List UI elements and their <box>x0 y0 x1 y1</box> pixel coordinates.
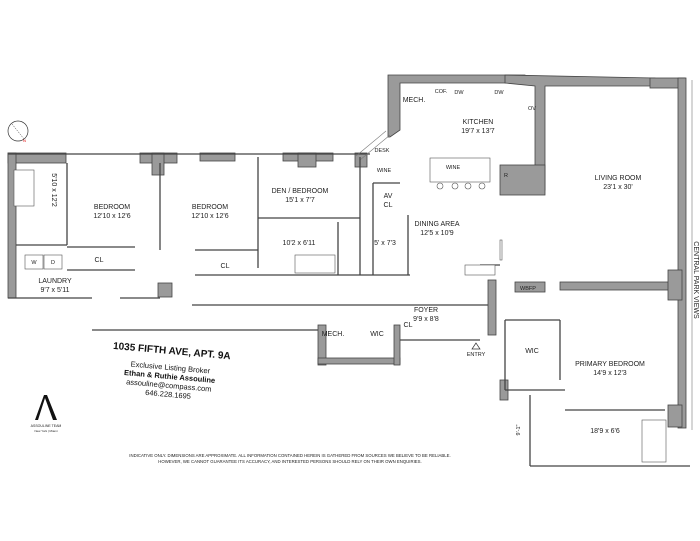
disclaimer-line-1: INDICATIVE ONLY. DIMENSIONS ARE APPROXIM… <box>129 453 451 458</box>
primary-bedroom-dims: 14'9 x 12'3 <box>593 370 627 377</box>
cof-label: COF. <box>435 89 448 95</box>
primary-bath-dims: 18'9 x 6'6 <box>590 428 620 435</box>
bedroom-2-name: BEDROOM <box>192 204 228 211</box>
walls <box>7 74 690 467</box>
wic-label-2: WIC <box>525 348 539 355</box>
logo-tagline: New York | Miami <box>34 429 57 433</box>
living-room-dims: 23'1 x 30' <box>603 184 633 191</box>
bath-1-dims: 5'10 x 12'2 <box>50 173 57 207</box>
bedroom-1-dims: 12'10 x 12'6 <box>93 213 130 220</box>
fireplace-label: WBFP <box>520 286 536 292</box>
kitchen-name: KITCHEN <box>463 119 494 126</box>
closet-label-1: CL <box>95 257 104 264</box>
foyer-name: FOYER <box>414 307 438 314</box>
bedroom-1-name: BEDROOM <box>94 204 130 211</box>
washer-label: W <box>31 260 37 266</box>
dryer-label: D <box>51 260 55 266</box>
den-dims: 15'1 x 7'7 <box>285 197 315 204</box>
oven-label: OV <box>528 106 536 112</box>
dining-area-dims: 12'5 x 10'9 <box>420 230 454 237</box>
kitchen-dims: 19'7 x 13'7 <box>461 128 495 135</box>
logo-name: ASSOULINE TEAM <box>31 424 62 428</box>
av-closet-label-1: AV <box>384 193 393 200</box>
entry-label: ENTRY <box>467 352 486 358</box>
fridge-label: R <box>504 173 508 179</box>
dining-area-name: DINING AREA <box>414 221 459 228</box>
svg-text:N: N <box>23 138 26 143</box>
foyer-dims: 9'9 x 8'8 <box>413 316 439 323</box>
laundry-name: LAUNDRY <box>38 278 72 285</box>
closet-label-2: CL <box>221 263 230 270</box>
desk-label: DESK <box>375 148 390 154</box>
dw-label-2: DW <box>494 90 504 96</box>
wine-label: WINE <box>377 168 392 174</box>
entry-marker: ENTRY <box>467 342 486 358</box>
bath-3-dims: 5' x 7'3 <box>374 240 396 247</box>
bedroom-2-dims: 12'10 x 12'6 <box>191 213 228 220</box>
central-park-views-label: CENTRAL PARK VIEWS <box>692 241 699 319</box>
disclaimer: INDICATIVE ONLY. DIMENSIONS ARE APPROXIM… <box>80 453 500 465</box>
dw-label: DW <box>454 90 464 96</box>
room-kitchen: KITCHEN 19'7 x 13'7 <box>461 119 495 135</box>
interior-walls <box>13 80 693 463</box>
compass-icon: N <box>7 120 29 143</box>
mech-label: MECH. <box>403 97 426 104</box>
wic-label-1: WIC <box>370 331 384 338</box>
av-closet-label-2: CL <box>384 202 393 209</box>
closet-label-3: CL <box>404 322 413 329</box>
ceiling-height-label: 9'-1" <box>516 424 522 435</box>
assouline-team-logo: ASSOULINE TEAM New York | Miami <box>31 395 62 433</box>
bath-2-dims: 10'2 x 6'11 <box>283 240 316 247</box>
primary-bedroom-name: PRIMARY BEDROOM <box>575 361 645 368</box>
living-room-name: LIVING ROOM <box>595 175 642 182</box>
laundry-dims: 9'7 x 5'11 <box>40 287 69 294</box>
mech-label-2: MECH. <box>322 331 345 338</box>
wine-island-label: WINE <box>446 165 461 171</box>
den-name: DEN / BEDROOM <box>272 188 329 195</box>
disclaimer-line-2: HOWEVER, WE CANNOT GUARANTEE ITS ACCURAC… <box>158 459 422 464</box>
